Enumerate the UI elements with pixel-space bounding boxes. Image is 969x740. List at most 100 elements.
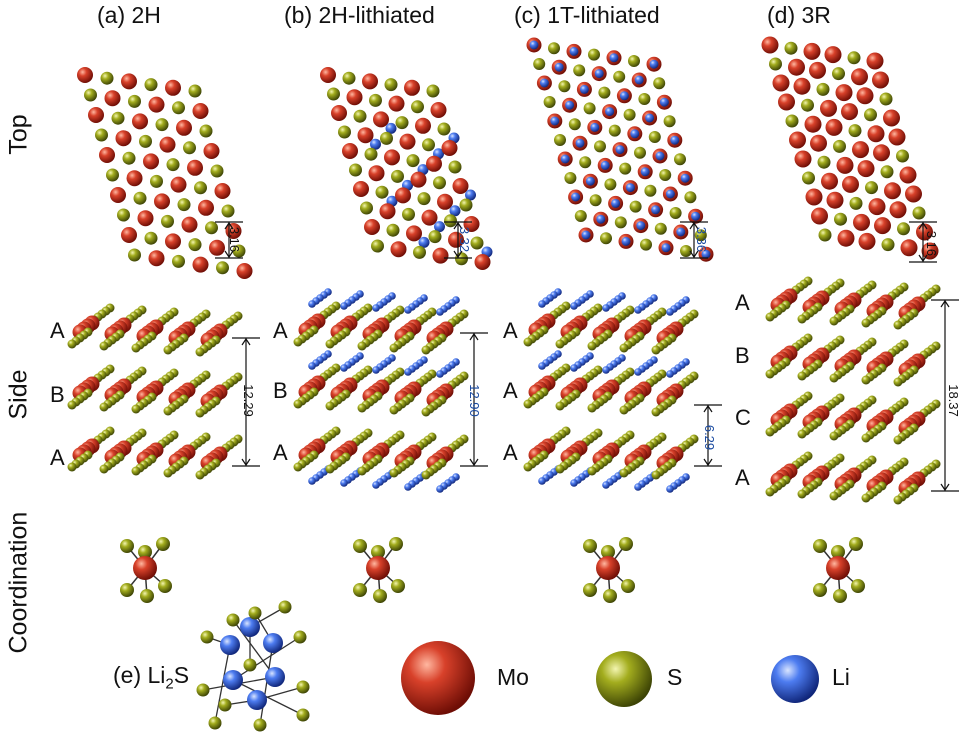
mo-atom — [810, 134, 827, 152]
arrow-down — [241, 458, 251, 467]
s-atom — [100, 71, 114, 85]
s-atom — [829, 491, 839, 501]
mo-atom — [346, 89, 363, 106]
mo-atom — [399, 133, 416, 150]
s-atom — [293, 630, 307, 644]
li-atom — [701, 249, 711, 259]
s-atom — [833, 589, 847, 603]
s-atom — [784, 41, 798, 55]
mo-atom — [203, 143, 220, 159]
li-atom — [579, 84, 589, 94]
s-atom — [133, 191, 147, 205]
s-atom — [765, 427, 775, 437]
mo-atom — [170, 176, 187, 193]
mo-atom — [415, 117, 431, 134]
s-atom — [864, 108, 877, 122]
arrow-up — [469, 332, 479, 341]
mo-atom — [835, 84, 853, 102]
s-atom — [421, 470, 431, 480]
s-atom — [834, 212, 847, 226]
s-atom — [797, 371, 807, 381]
layer-label-c3: A — [503, 440, 518, 465]
li-atom — [676, 227, 686, 237]
mo-atom — [88, 107, 104, 123]
s-atom — [177, 198, 191, 212]
mo-atom — [154, 193, 170, 210]
mo-atom — [900, 239, 918, 257]
s-atom — [296, 680, 310, 694]
s-atom — [613, 70, 626, 83]
top-lattice-1 — [320, 67, 493, 270]
s-atom — [583, 539, 597, 553]
mo-atom — [888, 128, 906, 146]
mo-atom — [825, 118, 843, 136]
s-atom — [619, 343, 629, 353]
row-title-side: Side — [4, 369, 33, 420]
li-atom — [634, 483, 642, 491]
s-atom — [523, 337, 533, 347]
s-atom — [293, 462, 303, 472]
mo-atom — [821, 172, 838, 190]
mo-atom — [165, 79, 181, 96]
mo-atom — [368, 165, 385, 182]
li-atom — [649, 59, 659, 69]
s-atom — [196, 683, 210, 697]
mo-atom — [811, 207, 828, 225]
top-lattice-0 — [77, 67, 253, 279]
s-atom — [470, 236, 484, 250]
s-atom — [548, 42, 560, 55]
li-atom — [602, 481, 610, 489]
mo-atom — [884, 182, 901, 200]
s-atom — [619, 162, 632, 175]
li-atom — [575, 138, 585, 148]
arrow-up — [224, 221, 234, 230]
bond-line — [214, 644, 231, 724]
mo-atom — [384, 149, 400, 166]
s-atom — [413, 245, 426, 259]
s-atom — [371, 239, 384, 253]
coordination-unit-1 — [353, 537, 405, 603]
li-atom — [615, 145, 625, 155]
s-atom — [816, 82, 830, 96]
arrow-up — [703, 404, 713, 413]
li-atom — [666, 370, 674, 378]
li-atom — [570, 479, 578, 487]
s-atom — [555, 464, 565, 474]
bond-line — [232, 679, 304, 716]
li-atom — [634, 306, 642, 314]
s-atom — [226, 613, 240, 627]
s-atom — [391, 169, 404, 183]
li-atom — [265, 667, 285, 687]
mo-atom — [187, 159, 203, 176]
mo-atom — [867, 125, 885, 143]
mo-atom — [181, 216, 198, 233]
li-atom — [385, 122, 397, 134]
s-atom — [621, 579, 635, 593]
s-atom — [765, 312, 775, 322]
s-atom — [444, 214, 457, 228]
mo-atom — [803, 42, 821, 60]
column-title-2h-lithiated: (b) 2H-lithiated — [284, 2, 435, 28]
li-atom — [771, 655, 819, 703]
mo-atom — [826, 191, 844, 209]
mo-atom — [778, 93, 795, 111]
s-atom — [628, 55, 640, 67]
li-atom — [404, 306, 412, 314]
mo-atom — [236, 263, 253, 279]
s-atom — [619, 468, 629, 478]
mo-atom — [851, 68, 868, 86]
mo-atom — [868, 198, 886, 216]
arrow-up — [918, 221, 928, 230]
li-atom — [596, 214, 606, 224]
li-atom — [529, 40, 539, 50]
mo-atom — [874, 217, 891, 235]
dimension-bar — [694, 404, 722, 467]
s-atom — [195, 408, 205, 418]
s-atom — [218, 698, 232, 712]
s-atom — [596, 651, 652, 707]
s-atom — [296, 708, 310, 722]
s-atom — [99, 464, 109, 474]
mo-atom — [362, 73, 378, 90]
s-atom — [604, 178, 617, 191]
